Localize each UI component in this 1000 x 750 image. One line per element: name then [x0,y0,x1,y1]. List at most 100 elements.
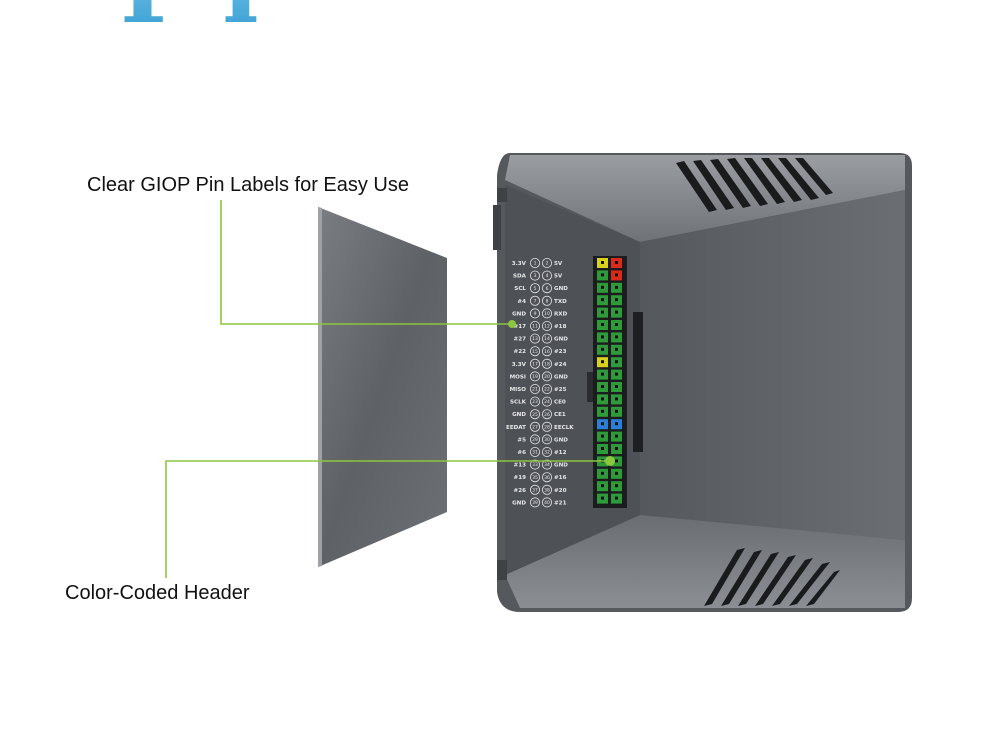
detached-lid-panel [318,207,447,567]
header-pin-hole [615,310,618,314]
header-pin-hole [601,434,604,438]
pin-number: 23 [532,399,538,405]
callout-color-header: Color-Coded Header [65,582,250,604]
pin-label-right: #25 [554,387,567,393]
pin-number-circle [530,383,541,394]
pin-label-right: #20 [554,488,567,494]
header-pin-hole [601,298,604,302]
pin-number-circle [530,409,541,420]
pin-label-left: #22 [514,349,527,355]
pin-label-right: 5V [554,274,563,280]
pin-number: 27 [532,424,538,430]
pin-label-left: #4 [517,299,526,305]
pin-number: 28 [544,424,550,430]
header-pin-hole [615,484,618,488]
pin-number: 40 [544,500,550,506]
leader-line-top [220,200,512,325]
header-pin-hole [601,310,604,314]
pin-number: 6 [546,286,549,292]
pin-number: 24 [544,399,550,405]
pin-number: 31 [532,450,538,456]
pin-number-circle [530,333,541,344]
pin-label-left: SCL [514,286,526,292]
pin-number: 17 [532,361,538,367]
header-pin-hole [615,360,618,364]
pin-label-left: #26 [514,488,527,494]
pin-label-left: #17 [514,324,527,330]
pin-number-circle [542,446,553,457]
pin-label-right: #21 [554,500,567,506]
pin-number-circle [542,320,553,331]
header-pin-hole [615,385,618,388]
pin-number: 14 [544,336,550,342]
header-pin-hole [601,285,604,289]
leader-line-bottom [165,460,610,578]
pin-label-right: #24 [554,362,567,368]
pin-number: 39 [532,500,538,506]
header-pin-hole [601,347,604,351]
pin-number-circle [542,371,553,382]
pin-number-circle [542,409,553,420]
header-pin-hole [615,471,618,475]
header-pin-hole [601,422,604,426]
gpio-pins [597,258,622,504]
pin-number: 22 [544,387,550,393]
pin-label-right: GND [554,337,568,343]
pin-number: 10 [544,311,550,317]
pin-number-circle [530,497,541,508]
pin-label-right: #23 [554,349,567,355]
pin-number-circle [542,434,553,445]
pin-number: 34 [544,462,550,468]
header-pin-hole [601,447,604,450]
pin-label-left: MOSI [510,374,526,380]
header-pin-hole [601,385,604,388]
logo-fragment: Pi [120,0,259,30]
pin-number-circle [542,383,553,394]
pin-number: 20 [544,374,550,380]
pin-number-circle [530,257,541,268]
pin-label-right: TXD [554,299,567,305]
header-pin-hole [615,459,618,463]
pin-number-circle [542,333,553,344]
pin-label-left: EEDAT [506,425,526,431]
pin-number-circle [542,459,553,470]
pin-number-circle [530,371,541,382]
pin-label-right: #18 [554,324,567,330]
pin-number: 13 [532,336,538,342]
pin-number: 16 [544,349,550,355]
pin-number-circle [530,434,541,445]
pin-number: 12 [544,324,550,330]
pin-number: 15 [532,349,538,355]
pin-number-circle [542,497,553,508]
pin-number-circle [542,270,553,281]
pin-number-circle [530,320,541,331]
pin-number: 26 [544,412,550,418]
pin-number: 38 [544,487,550,493]
pin-label-right: EECLK [554,425,574,431]
pin-number: 30 [544,437,550,443]
pin-label-left: 3.3V [512,261,527,267]
callout-pin-labels: Clear GIOP Pin Labels for Easy Use [87,174,409,196]
pin-number: 5 [534,286,537,292]
header-pin-hole [615,397,618,401]
header-pin-hole [601,360,604,364]
pin-label-right: GND [554,437,568,443]
header-pin-hole [615,323,618,326]
pin-label-right: 5V [554,261,563,267]
pin-number-circle [530,270,541,281]
pin-number-circle [542,358,553,369]
pin-number: 11 [532,324,538,330]
header-pin-hole [601,471,604,475]
pin-number-circle [530,346,541,357]
pin-label-right: #16 [554,475,567,481]
header-pin-hole [615,285,618,289]
header-pin-hole [615,261,618,264]
pin-number-circle [542,346,553,357]
pin-label-right: GND [554,463,568,469]
pin-label-left: 3.3V [512,362,527,368]
pin-number: 18 [544,361,550,367]
pin-number-circle [542,472,553,483]
pin-number: 3 [534,273,537,279]
header-pin-hole [601,496,604,500]
top-vent [676,158,833,212]
